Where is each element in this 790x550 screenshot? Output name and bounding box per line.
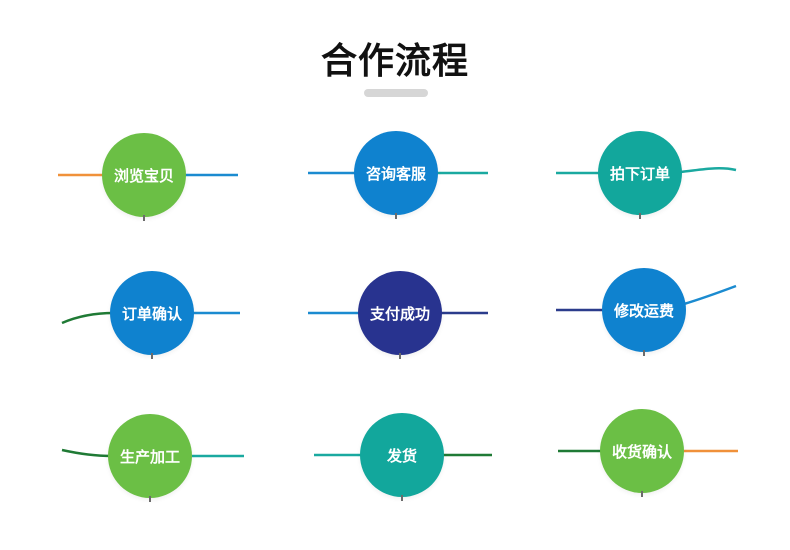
step-payment-success: 支付成功	[358, 271, 442, 355]
step-tick	[639, 213, 641, 219]
step-tick	[151, 353, 153, 359]
connector-line	[683, 284, 737, 306]
page-title: 合作流程	[320, 41, 469, 82]
title-underline	[364, 89, 428, 97]
step-label: 咨询客服	[365, 164, 426, 183]
step-label: 发货	[386, 446, 417, 465]
step-tick	[641, 491, 643, 497]
step-label: 修改运费	[613, 301, 674, 320]
step-consult-service: 咨询客服	[354, 131, 438, 215]
connector-line	[679, 167, 737, 174]
step-order-confirm: 订单确认	[110, 271, 194, 355]
step-label: 支付成功	[369, 304, 430, 323]
step-browse-products: 浏览宝贝	[102, 133, 186, 217]
step-shipping: 发货	[360, 413, 444, 497]
step-place-order: 拍下订单	[598, 131, 682, 215]
step-label: 浏览宝贝	[113, 166, 174, 185]
step-tick	[643, 350, 645, 356]
step-production: 生产加工	[108, 414, 192, 498]
connector-line	[61, 448, 113, 458]
connector-line	[61, 311, 115, 325]
step-tick	[395, 213, 397, 219]
step-label: 拍下订单	[609, 164, 670, 183]
step-tick	[399, 353, 401, 359]
step-label: 收货确认	[611, 442, 672, 461]
step-receipt-confirm: 收货确认	[600, 409, 684, 493]
step-tick	[149, 496, 151, 502]
step-label: 生产加工	[119, 447, 180, 466]
step-label: 订单确认	[121, 304, 182, 323]
step-modify-shipping: 修改运费	[602, 268, 686, 352]
step-tick	[143, 215, 145, 221]
step-tick	[401, 495, 403, 501]
